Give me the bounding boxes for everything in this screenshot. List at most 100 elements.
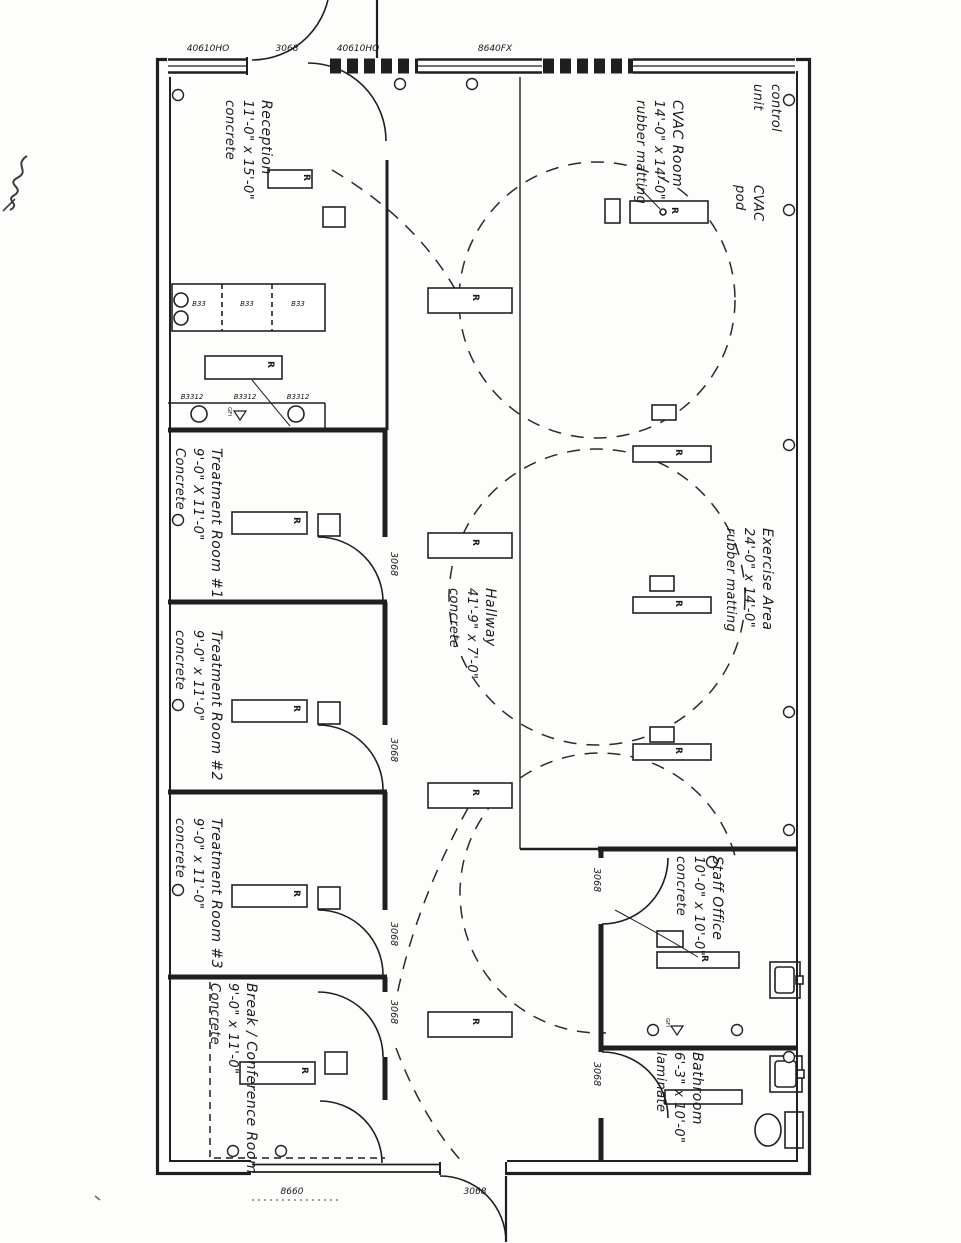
room-label-exercise-name: Exercise Area <box>759 528 775 630</box>
treatment2-stool <box>317 701 341 725</box>
room-label-tr2-floor: concrete <box>172 630 187 690</box>
bathroom-door-swing <box>601 1051 669 1119</box>
upper-cabinet-run <box>171 283 326 332</box>
outlet <box>171 883 185 897</box>
cabinet-tag: B3312 <box>181 393 204 401</box>
outlet <box>782 1050 796 1064</box>
room-label-cvac-dims: 14'-0" x 14'-0" <box>651 100 666 200</box>
cvac-pod-unit <box>632 596 712 614</box>
outlet <box>171 88 185 102</box>
pod-path-exit <box>395 1047 467 1167</box>
break-stool <box>324 1051 348 1075</box>
treatment3-stool <box>317 886 341 910</box>
break-door2-swing <box>319 1100 383 1164</box>
room-label-hallway-dims: 41'-9" x 7'-0" <box>464 588 479 679</box>
outlet <box>782 823 796 837</box>
pod-path-top <box>331 169 461 299</box>
treatment1-stool <box>317 513 341 537</box>
room-label-bath-floor: laminate <box>653 1052 668 1112</box>
treatment1-door-swing <box>317 536 384 603</box>
outlet <box>730 1023 744 1037</box>
annotation-cvac: CVAC <box>750 185 765 222</box>
door-tag: 3068 <box>591 1062 602 1086</box>
room-label-break-floor: Concrete <box>207 983 222 1045</box>
outlet <box>646 1023 660 1037</box>
ceiling-device <box>465 77 479 91</box>
door-swings <box>251 0 669 1243</box>
room-label-staff-dims: 10'-0" x 10'-0" <box>691 856 706 956</box>
room-label-staff-floor: concrete <box>673 856 688 916</box>
door-tag: 3068 <box>388 738 399 762</box>
room-label-break-name: Break / Conference Room <box>243 983 259 1174</box>
cabinet-tags: B33 B33 B33 B3312 B3312 B3312 GFI GFI <box>181 300 670 1027</box>
equipment-tags: R R R R R R R R R R R R R R R <box>265 174 709 1074</box>
toilet-bowl <box>754 1113 782 1147</box>
reception-table <box>204 355 283 380</box>
r-tag: R <box>470 789 480 796</box>
r-tag: R <box>669 207 679 214</box>
pod-circle-2 <box>448 448 746 746</box>
room-labels: Reception 11'-0" x 15'-0" concrete CVAC … <box>172 84 783 1174</box>
r-tag: R <box>265 361 275 368</box>
sink-basin <box>173 292 189 308</box>
cabinet-tag: B3312 <box>234 393 257 401</box>
ceiling-device <box>393 77 407 91</box>
door-tag: 3068 <box>388 922 399 946</box>
room-label-tr2-dims: 9'-0" x 11'-0" <box>190 630 205 721</box>
cvac-pod-unit <box>632 445 712 463</box>
door-tag: 3068 <box>591 868 602 892</box>
treatment3-table <box>231 884 308 908</box>
r-tag: R <box>291 705 301 712</box>
r-tag: R <box>470 539 480 546</box>
bottom-wall-mask <box>251 1160 507 1178</box>
outlet <box>226 1144 240 1158</box>
r-tag: R <box>299 1067 309 1074</box>
reception-equipment <box>267 169 313 189</box>
annotation-unit: unit <box>750 84 765 111</box>
room-label-cvac-name: CVAC Room <box>669 100 685 187</box>
interior-walls <box>168 73 797 1161</box>
hallway-bench <box>427 1011 513 1038</box>
schedule-tags: 40610HO 3068 40610HO 8640FX 8660 3068 30… <box>187 44 602 1197</box>
room-label-tr1-name: Treatment Room #1 <box>208 448 224 599</box>
fixtures <box>168 169 805 1159</box>
staff-area-mask <box>606 856 796 1160</box>
treatment2-door-swing <box>317 724 384 791</box>
door-tag: 3068 <box>276 44 299 54</box>
door-tag: 3068 <box>388 1000 399 1024</box>
hallway-bench <box>427 287 513 314</box>
gfi-symbol <box>232 410 248 422</box>
room-label-exercise-dims: 24'-0" x 14'-0" <box>741 528 756 628</box>
sink-basin <box>190 405 208 423</box>
leader-line <box>614 909 699 958</box>
reception-small-equipment <box>322 206 346 228</box>
pencil-scribble <box>2 155 101 1201</box>
overhead-door-tag: 8660 <box>281 1187 304 1197</box>
thermostat <box>705 855 719 869</box>
cvac-pod-unit <box>629 200 709 224</box>
faucet <box>796 1069 805 1079</box>
outlet <box>782 93 796 107</box>
window-tag: 40610HO <box>187 44 229 54</box>
room-label-exercise-floor: rubber matting <box>723 528 738 632</box>
bathroom-sink-basin <box>774 1060 797 1088</box>
pod-path-lower <box>395 807 469 1001</box>
room-label-tr3-name: Treatment Room #3 <box>208 818 224 969</box>
outlet <box>171 698 185 712</box>
reception-door-swing <box>307 62 387 142</box>
room-label-reception-floor: concrete <box>222 100 237 160</box>
r-tag: R <box>673 747 683 754</box>
cabinet-tag: B33 <box>240 300 254 308</box>
outlet <box>782 203 796 217</box>
room-label-tr1-dims: 9'-0" X 11'-0" <box>190 448 205 541</box>
staff-desk-return <box>656 930 684 948</box>
room-label-tr2-name: Treatment Room #2 <box>208 630 224 781</box>
gfi-symbol <box>669 1025 685 1037</box>
cabinet-tag: B33 <box>192 300 206 308</box>
room-label-tr3-dims: 9'-0" x 11'-0" <box>190 818 205 909</box>
wall-devices <box>171 77 796 1158</box>
cabinet-tag: B33 <box>291 300 305 308</box>
room-label-reception-name: Reception <box>258 100 274 175</box>
